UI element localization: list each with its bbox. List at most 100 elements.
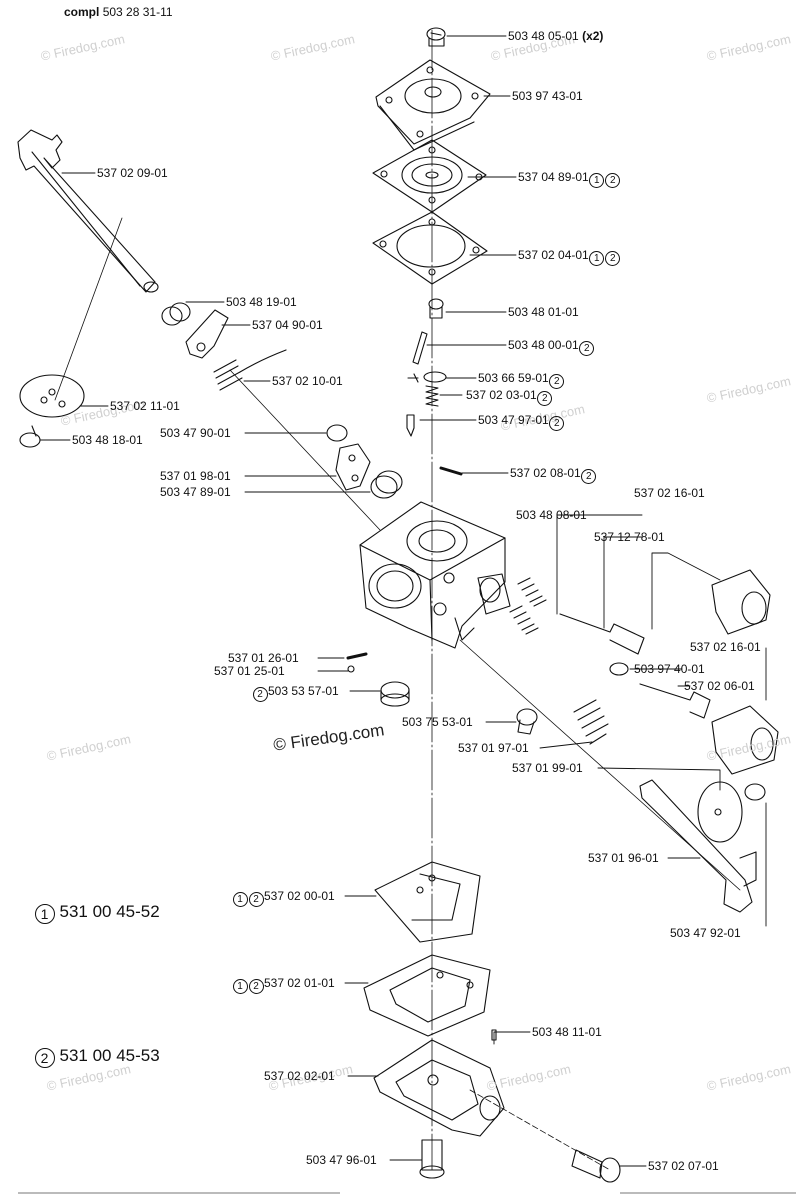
part-number: 537 12 78-01: [594, 530, 665, 544]
part-number: 537 02 07-01: [648, 1159, 719, 1173]
part-label: 503 47 96-01: [306, 1153, 377, 1167]
plate-screw-icon: [19, 425, 41, 448]
low-speed-needle-icon: [639, 683, 711, 719]
cover-screw-icon: [426, 27, 446, 47]
part-label: 503 97 40-01: [634, 662, 705, 676]
part-number: 503 97 40-01: [634, 662, 705, 676]
part-number: 503 48 05-01: [508, 29, 579, 43]
part-number: 503 47 97-01: [478, 413, 549, 427]
choke-spring-icon: [573, 699, 609, 745]
choke-shaft-icon: [639, 779, 757, 913]
throttle-shaft-icon: [17, 129, 159, 293]
kit-marker: 2: [581, 469, 597, 484]
left-axis: [54, 217, 123, 401]
needle-o-ring-icon: [609, 662, 629, 676]
metering-gasket-icon: [374, 861, 481, 943]
carburetor-body-icon: [359, 501, 511, 649]
metering-lever-icon: [407, 371, 447, 383]
jet-parts-icon: [346, 652, 368, 673]
kit-marker: 1: [589, 173, 605, 188]
part-number: 503 66 59-01: [478, 371, 549, 385]
throttle-plate-icon: [19, 374, 85, 418]
fuel-pin-icon: [439, 466, 463, 476]
part-number: 503 48 18-01: [72, 433, 143, 447]
choke-valve-lower-icon: [711, 705, 779, 775]
needle-spring-upper-icon: [517, 577, 547, 607]
part-label: 503 48 01-01: [508, 305, 579, 319]
kit-marker: 2: [34, 1048, 55, 1068]
part-suffix: (x2): [582, 29, 604, 43]
metering-spring-icon: [425, 385, 439, 407]
assembly-title: compl 503 28 31-11: [64, 5, 173, 19]
choke-plate-icon: [697, 781, 743, 843]
kit-marker: 2: [248, 979, 264, 994]
part-label: 537 02 16-01: [690, 640, 761, 654]
throttle-bracket-icon: [335, 443, 371, 491]
part-number: 537 04 89-01: [518, 170, 589, 184]
part-label: 537 12 78-01: [594, 530, 665, 544]
part-number: 503 47 92-01: [670, 926, 741, 940]
idle-screw-icon: [516, 708, 538, 735]
part-label: 537 01 97-01: [458, 741, 529, 755]
part-number: 503 48 11-01: [532, 1025, 602, 1039]
part-label: 537 01 25-01: [214, 664, 285, 678]
choke-screw-icon: [744, 783, 766, 801]
part-number: 537 02 02-01: [264, 1069, 335, 1083]
kit-marker: 1: [232, 892, 248, 907]
part-number: 537 02 04-01: [518, 248, 589, 262]
part-number: 537 02 01-01: [264, 976, 335, 990]
part-number: 503 75 53-01: [402, 715, 473, 729]
part-label: 537 02 11-01: [110, 399, 180, 413]
part-label: 503 47 92-01: [670, 926, 741, 940]
part-number: 537 01 96-01: [588, 851, 659, 865]
inlet-needle-icon: [406, 414, 415, 437]
filter-screen-icon: [380, 681, 410, 707]
pump-cover-icon: [375, 59, 491, 151]
part-number: 503 47 96-01: [306, 1153, 377, 1167]
part-number: 537 02 09-01: [97, 166, 168, 180]
part-number: 537 01 25-01: [214, 664, 285, 678]
part-label: 503 97 43-01: [512, 89, 583, 103]
screw-axis: [469, 1089, 611, 1171]
throttle-washer-icon: [161, 302, 191, 326]
metering-screw-icon: [428, 298, 444, 319]
kit-marker: 2: [549, 416, 565, 431]
part-number: 537 02 10-01: [272, 374, 343, 388]
pump-diaphragm-icon: [372, 139, 487, 213]
part-number: 503 48 00-01: [508, 338, 579, 352]
part-label: 537 02 07-01: [648, 1159, 719, 1173]
part-number: 537 04 90-01: [252, 318, 323, 332]
pump-gasket-icon: [372, 211, 488, 285]
part-number: 503 48 01-01: [508, 305, 579, 319]
throttle-bushing-2-icon: [370, 470, 403, 499]
kit-marker: 1: [589, 251, 605, 266]
part-label: 503 48 05-01 (x2): [508, 29, 603, 43]
kit-marker: 2: [579, 341, 595, 356]
part-label: 537 01 99-01: [512, 761, 583, 775]
part-number: 537 02 16-01: [690, 640, 761, 654]
kit-marker: 2: [605, 251, 621, 266]
part-number: 537 02 11-01: [110, 399, 180, 413]
part-number: 537 01 98-01: [160, 469, 231, 483]
kit-number: 531 00 45-53: [59, 1046, 160, 1065]
part-label: 537 02 02-01: [264, 1069, 335, 1083]
compl-number: 503 28 31-11: [102, 5, 173, 19]
part-label: 503 48 19-01: [226, 295, 297, 309]
part-label: 537 01 26-01: [228, 651, 299, 665]
part-number: 503 48 08-01: [516, 508, 587, 522]
part-number: 537 01 97-01: [458, 741, 529, 755]
part-label: 537 02 06-01: [684, 679, 755, 693]
part-label: 503 47 89-01: [160, 485, 231, 499]
throttle-axis: [229, 369, 381, 531]
part-number: 537 02 03-01: [466, 388, 537, 402]
